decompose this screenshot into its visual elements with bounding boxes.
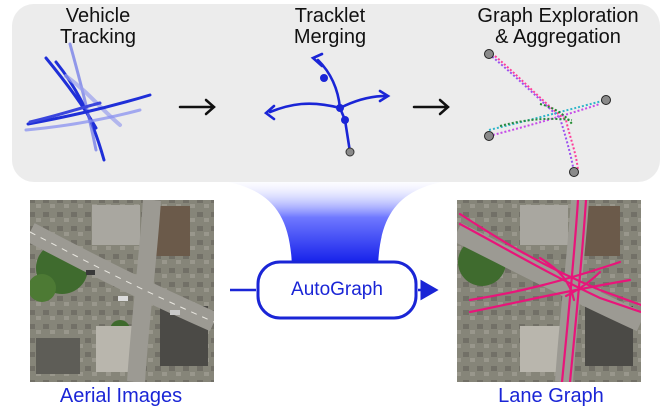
right-arrow-icon	[412, 98, 450, 116]
stage-title-vehicle-tracking: Vehicle Tracking	[60, 5, 136, 48]
graph-exploration-illustration	[488, 53, 607, 173]
output-label: Lane Graph	[498, 385, 604, 407]
stage-title-graph-exploration: Graph Exploration & Aggregation	[477, 5, 639, 48]
lane-graph-output	[457, 200, 641, 382]
method-label: AutoGraph	[291, 279, 383, 300]
autograph-pill	[256, 260, 418, 320]
stage-title-tracklet-merging: Tracklet Merging	[293, 5, 367, 48]
vehicle-tracking-illustration	[24, 42, 152, 162]
input-label: Aerial Images	[59, 385, 183, 407]
right-arrow-icon	[178, 98, 216, 116]
funnel-gradient	[150, 176, 520, 268]
aerial-image-input	[30, 200, 214, 382]
